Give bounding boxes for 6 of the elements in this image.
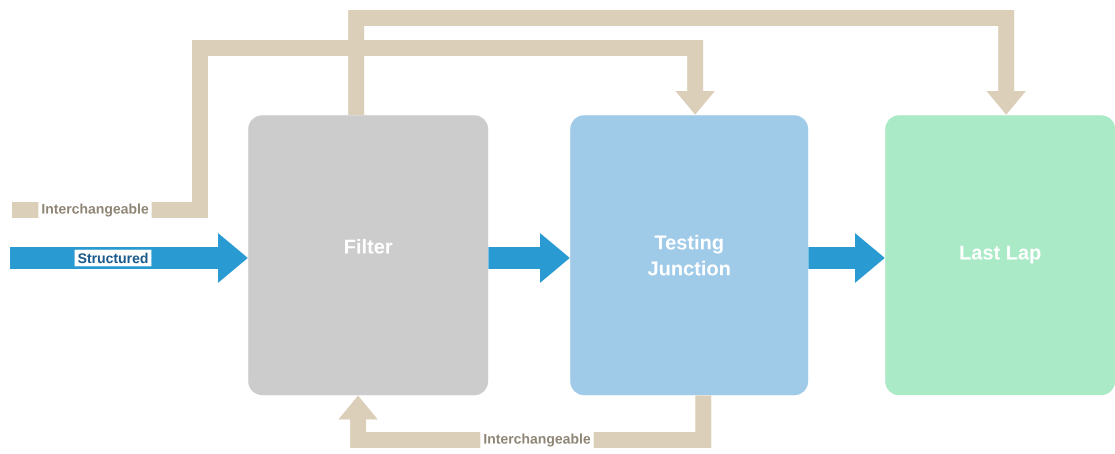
process-box: Last Lap — [885, 115, 1115, 396]
edge-label: Interchangeable — [38, 200, 152, 220]
arrow — [348, 10, 1026, 115]
edge-label: Interchangeable — [480, 430, 594, 450]
process-box: Testing Junction — [570, 115, 809, 396]
arrow — [12, 40, 715, 218]
